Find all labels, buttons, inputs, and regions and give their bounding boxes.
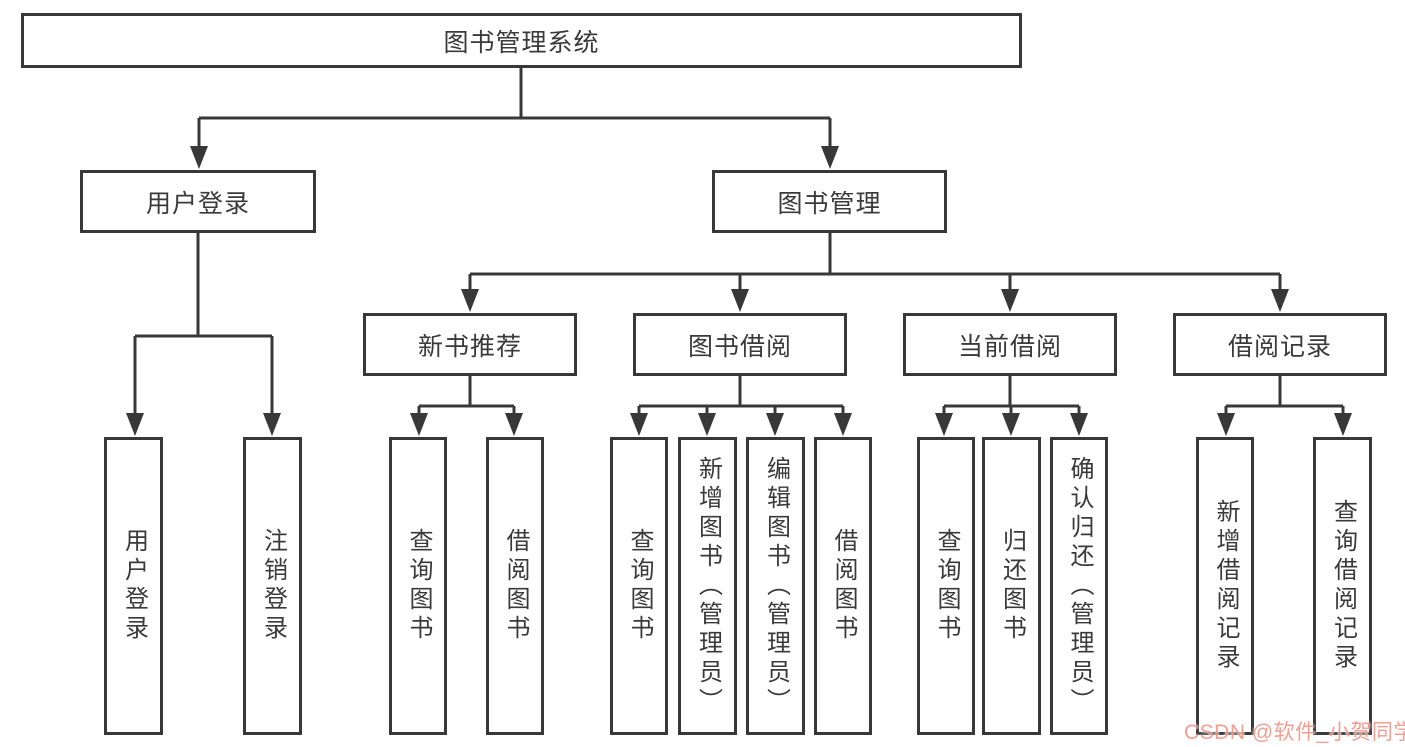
leaf-borrow-book: 借阅图书: [814, 437, 872, 735]
csdn-watermark: CSDN @软件_小贺同学: [1184, 721, 1405, 744]
leaf-borrow-book-recommend: 借阅图书: [486, 437, 544, 735]
leaf-query-borrow-record: 查询借阅记录: [1313, 437, 1372, 735]
leaf-user-login: 用户登录: [104, 437, 163, 735]
leaf-add-book-admin: 新增图书（管理员）: [678, 437, 737, 735]
tree-edges: [133, 68, 1345, 417]
leaf-query-book-borrow: 查询图书: [610, 437, 668, 735]
node-new-book-recommend: 新书推荐: [363, 313, 577, 376]
node-current-borrow: 当前借阅: [903, 313, 1117, 376]
leaf-query-book-recommend: 查询图书: [389, 437, 447, 735]
node-book-management: 图书管理: [712, 170, 947, 233]
leaf-query-book-current: 查询图书: [917, 437, 975, 735]
leaf-edit-book-admin: 编辑图书（管理员）: [746, 437, 805, 735]
node-library-system: 图书管理系统: [21, 13, 1022, 68]
leaf-return-book: 归还图书: [982, 437, 1041, 735]
node-user-login: 用户登录: [80, 170, 316, 233]
leaf-confirm-return-admin: 确认归还（管理员）: [1050, 437, 1108, 735]
arrowheads: [126, 146, 1352, 436]
leaf-add-borrow-record: 新增借阅记录: [1196, 437, 1254, 735]
node-book-borrow: 图书借阅: [633, 313, 847, 376]
leaf-logout: 注销登录: [243, 437, 302, 735]
node-borrow-records: 借阅记录: [1173, 313, 1387, 376]
